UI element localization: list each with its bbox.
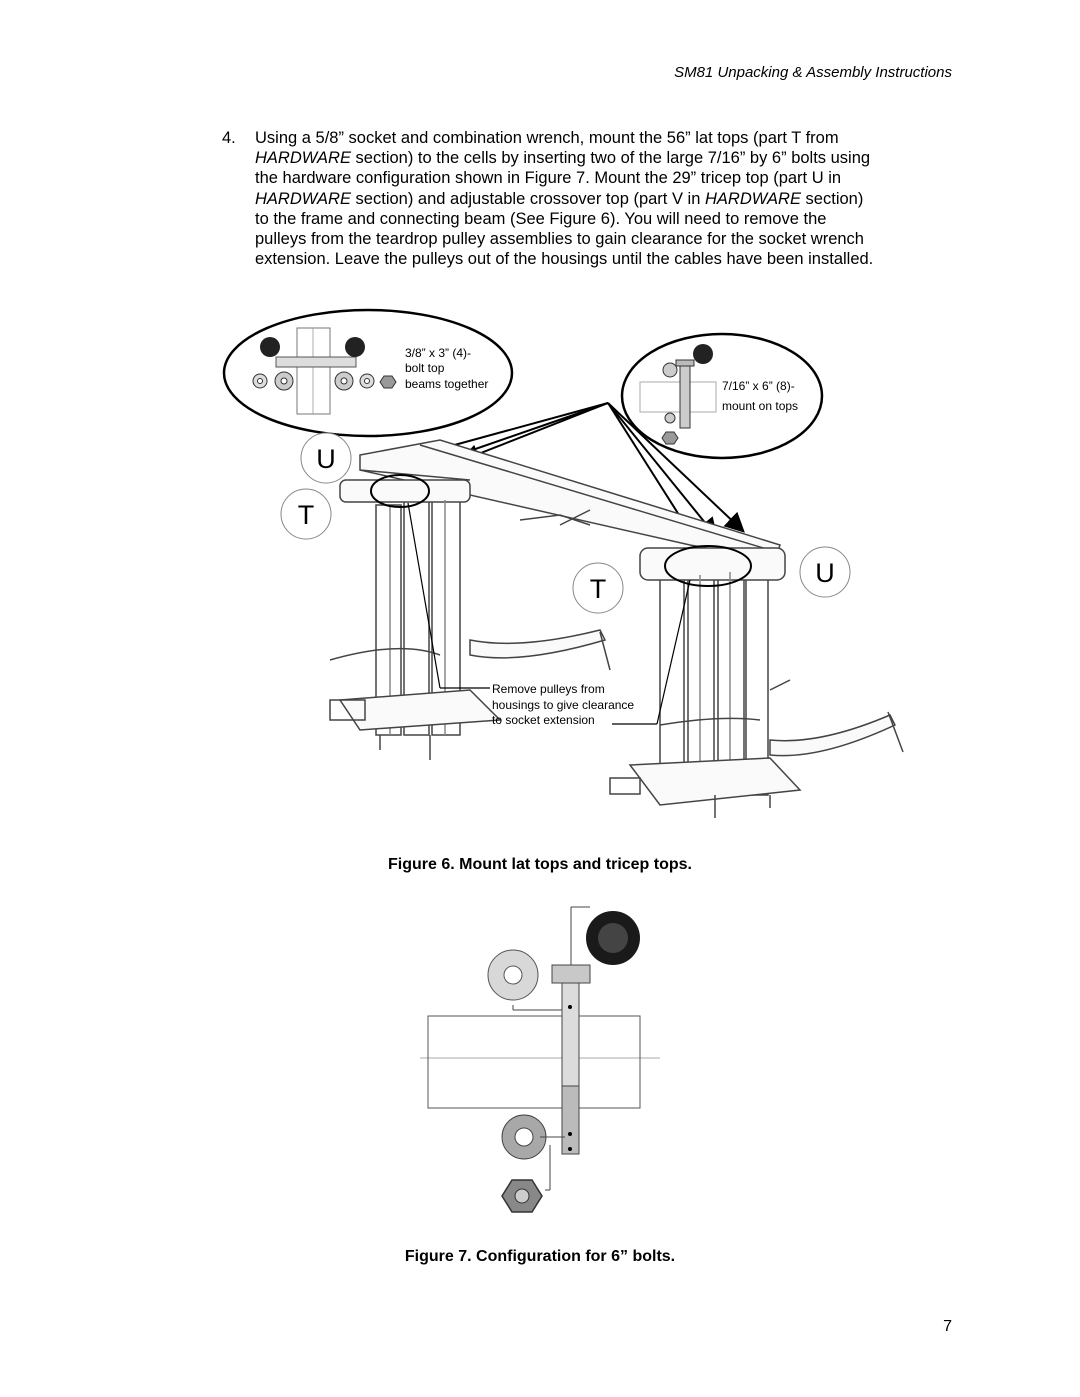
- bolt-icon: [551, 964, 591, 1155]
- washer-icon: [487, 949, 539, 1001]
- text-run: extension. Leave the pulleys out of the …: [255, 250, 874, 269]
- text-run: the hardware configuration shown in Figu…: [255, 169, 842, 188]
- pulley-highlight-right: [664, 545, 752, 587]
- text-run: pulleys from the teardrop pulley assembl…: [255, 230, 864, 249]
- svg-text:U: U: [815, 558, 835, 588]
- callout-pulleys-line-3: to socket extension: [492, 713, 595, 727]
- page-number: 7: [943, 1318, 952, 1335]
- italic-term: HARDWARE: [255, 189, 351, 208]
- hex-nut-icon: [501, 1179, 543, 1213]
- text-run: Using a 5/8” socket and combination wren…: [255, 129, 839, 147]
- figure-7-illustration: [420, 906, 660, 1213]
- beam-section: [427, 1015, 641, 1109]
- pulley-highlight-left: [370, 474, 430, 508]
- callout-right-line-2: mount on tops: [722, 399, 798, 413]
- callout-bolt-top-beams: 3/8” x 3” (4)- bolt top beams together: [222, 308, 514, 438]
- callout-pulleys-line-1: Remove pulleys from: [492, 682, 605, 696]
- step-text-line: Using a 5/8” socket and combination wren…: [255, 128, 925, 148]
- nut-icon: [586, 911, 640, 965]
- callout-pulleys-line-2: housings to give clearance: [492, 698, 634, 712]
- callout-left-line-1: 3/8” x 3” (4)-: [405, 346, 471, 360]
- text-run: section) and adjustable crossover top (p…: [350, 189, 705, 208]
- svg-text:U: U: [316, 444, 336, 474]
- step-text-line: HARDWARE section) to the cells by insert…: [255, 148, 925, 168]
- italic-term: HARDWARE: [255, 149, 351, 168]
- bolt-icon: [679, 363, 691, 429]
- callout-remove-pulleys: Remove pulleys from housings to give cle…: [407, 502, 691, 727]
- figure-6-caption: Figure 6. Mount lat tops and tricep tops…: [387, 856, 692, 873]
- part-label-u-left: U: [300, 432, 352, 484]
- step-text-line: to the frame and connecting beam (See Fi…: [255, 209, 925, 229]
- svg-text:T: T: [298, 500, 315, 530]
- callout-mount-on-tops: 7/16” x 6” (8)- mount on tops: [620, 332, 824, 460]
- callout-right-line-1: 7/16” x 6” (8)-: [722, 379, 795, 393]
- svg-text:T: T: [590, 574, 607, 604]
- part-label-u-right: U: [799, 546, 851, 598]
- step-text-line: HARDWARE section) and adjustable crossov…: [255, 189, 925, 209]
- washer-icon: [662, 362, 678, 378]
- step-text: Using a 5/8” socket and combination wren…: [255, 128, 925, 269]
- washer-icon: [501, 1114, 547, 1160]
- step-text-line: the hardware configuration shown in Figu…: [255, 168, 925, 188]
- nut-icon: [260, 337, 365, 357]
- washer-icon: [252, 371, 397, 391]
- callout-left-line-3: beams together: [405, 377, 488, 391]
- text-run: section): [800, 189, 864, 208]
- text-run: to the frame and connecting beam (See Fi…: [255, 209, 827, 228]
- part-label-t-left: T: [280, 488, 332, 540]
- callout-left-line-2: bolt top: [405, 361, 445, 375]
- part-label-t-right: T: [572, 562, 624, 614]
- step-number: 4.: [222, 129, 236, 147]
- page-header: SM81 Unpacking & Assembly Instructions: [674, 64, 952, 81]
- nut-icon: [693, 344, 713, 364]
- step-text-line: extension. Leave the pulleys out of the …: [255, 249, 925, 269]
- step-text-line: pulleys from the teardrop pulley assembl…: [255, 229, 925, 249]
- gym-machine-frame: [329, 439, 904, 818]
- text-run: section) to the cells by inserting two o…: [350, 149, 871, 168]
- figure-7-caption: Figure 7. Configuration for 6” bolts.: [404, 1248, 676, 1265]
- italic-term: HARDWARE: [705, 189, 801, 208]
- figure-6-illustration: 3/8” x 3” (4)- bolt top beams together 7…: [222, 308, 904, 818]
